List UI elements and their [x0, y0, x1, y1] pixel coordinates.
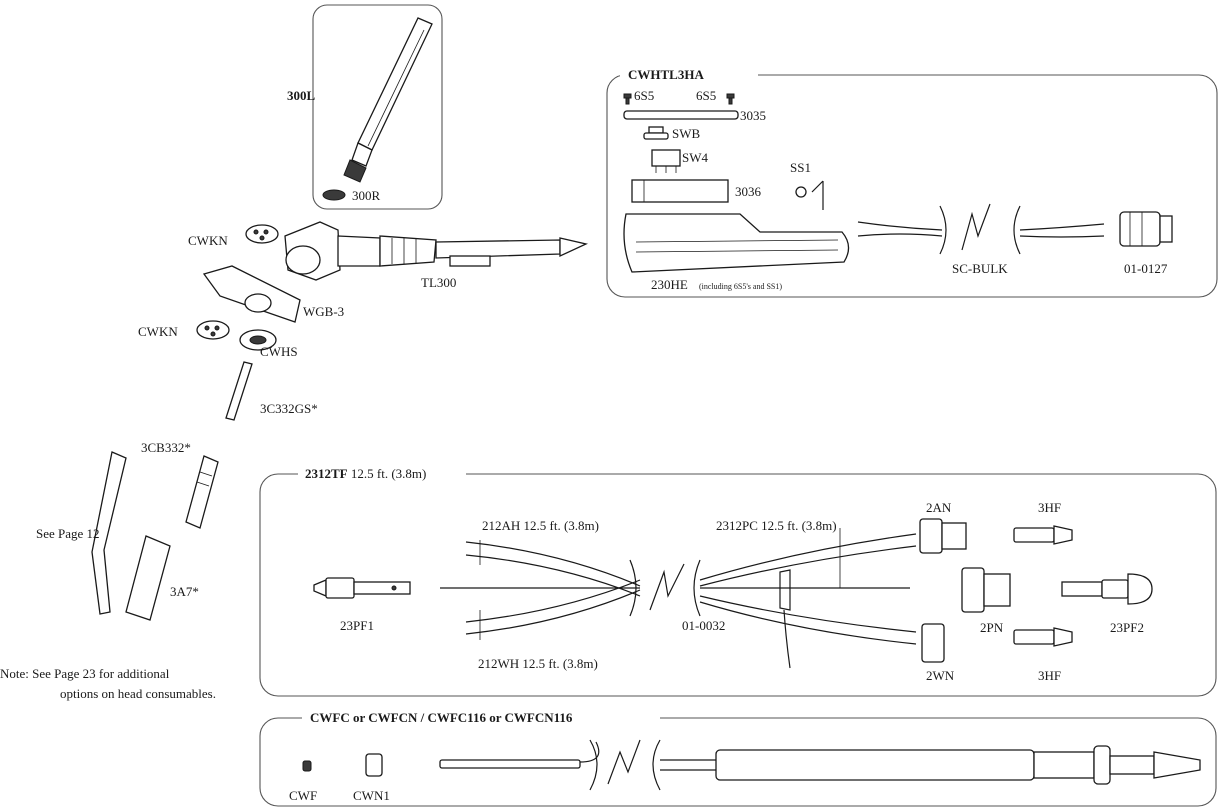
label-23PF2: 23PF2 [1110, 620, 1144, 635]
handle-group-CWHTL3HA: CWHTL3HA [606, 64, 1218, 298]
label-6S5-right: 6S5 [696, 88, 716, 103]
handle-230HE [623, 213, 850, 273]
label-3CB332: 3CB332* [141, 440, 191, 455]
label-3036: 3036 [735, 184, 762, 199]
collet-body-3CB332 [185, 455, 219, 529]
label-WGB3: WGB-3 [303, 304, 344, 319]
cable-group-2312TF: 2312TF 12.5 ft. (3.8m) [259, 463, 1217, 697]
label-CWF: CWF [289, 788, 317, 803]
label-230HE-note: (including 6S5's and SS1) [699, 282, 782, 291]
nozzle-3A7 [125, 535, 171, 621]
collet-nut-CWKN-mid [196, 320, 230, 340]
collet-nut-CWKN-top [245, 224, 279, 244]
group-title-CWHTL3HA: CWHTL3HA [628, 67, 704, 82]
label-3A7: 3A7* [170, 584, 199, 599]
button-SWB [643, 126, 669, 140]
cover-3036 [631, 179, 729, 203]
label-CWKN-mid: CWKN [138, 324, 178, 339]
back-cap-300L [343, 17, 433, 183]
label-see-page-12: See Page 12 [36, 526, 100, 541]
nut-CWN1 [365, 753, 383, 777]
label-SW4: SW4 [682, 150, 709, 165]
label-212WH: 212WH 12.5 ft. (3.8m) [478, 656, 598, 671]
label-212AH: 212AH 12.5 ft. (3.8m) [482, 518, 599, 533]
cable-bundle [440, 528, 917, 669]
gas-lens-body-WGB3 [202, 265, 301, 323]
label-CWN1: CWN1 [353, 788, 390, 803]
label-3C332GS: 3C332GS* [260, 401, 318, 416]
group-title-CWFC: CWFC or CWFCN / CWFC116 or CWFCN116 [310, 710, 573, 725]
fitting-CWF [302, 760, 312, 772]
label-TL300: TL300 [421, 275, 456, 290]
label-2PN: 2PN [980, 620, 1004, 635]
label-2AN: 2AN [926, 500, 952, 515]
label-300R: 300R [352, 188, 381, 203]
torch-head-group: CWKN TL300 WGB-3 CWKN CWHS 3C332GS* 3CB3… [0, 221, 588, 701]
label-23PF1: 23PF1 [340, 618, 374, 633]
cable-group-CWFC: CWFC or CWFCN / CWFC116 or CWFCN116 CWF … [259, 707, 1217, 807]
connector-01-0127 [1119, 211, 1173, 247]
nut-2WN [921, 623, 945, 663]
fitting-3HF-top [1013, 525, 1073, 545]
switch-SW4 [651, 149, 681, 173]
label-CWHS: CWHS [260, 344, 298, 359]
screw-6S5-right [726, 93, 735, 105]
label-3HF-bottom: 3HF [1038, 668, 1061, 683]
screw-6S5-left [623, 93, 632, 105]
label-3HF-top: 3HF [1038, 500, 1061, 515]
torch-body-TL300 [284, 221, 588, 281]
note-line-2: options on head consumables. [60, 686, 216, 701]
nut-2PN [961, 567, 1011, 613]
bar-3035 [623, 110, 739, 120]
label-6S5-left: 6S5 [634, 88, 654, 103]
label-01-0032: 01-0032 [682, 618, 725, 633]
cable-SC-BULK [857, 203, 1105, 255]
group-title-2312TF: 2312TF 12.5 ft. (3.8m) [305, 466, 426, 481]
note-line-1: Note: See Page 23 for additional [0, 666, 170, 681]
cable-CWFC [439, 739, 1201, 791]
back-cap-accessory [91, 451, 127, 615]
spring-SS1 [795, 180, 824, 210]
label-SC-BULK: SC-BULK [952, 261, 1008, 276]
collet-3C332GS [225, 361, 253, 421]
label-2312PC: 2312PC 12.5 ft. (3.8m) [716, 518, 837, 533]
label-230HE: 230HE [651, 277, 688, 292]
label-01-0127: 01-0127 [1124, 261, 1168, 276]
label-2WN: 2WN [926, 668, 955, 683]
label-SS1: SS1 [790, 160, 811, 175]
label-CWKN-top: CWKN [188, 233, 228, 248]
fitting-23PF1 [313, 577, 411, 599]
back-cap-inset: 300L 300R [287, 4, 443, 210]
fitting-3HF-bottom [1013, 627, 1073, 647]
fitting-23PF2 [1061, 573, 1153, 605]
nut-2AN [919, 518, 967, 554]
label-3035: 3035 [740, 108, 766, 123]
label-SWB: SWB [672, 126, 701, 141]
o-ring-300R [322, 189, 346, 201]
label-300L: 300L [287, 88, 316, 103]
heat-shield-CWHS [239, 329, 277, 351]
